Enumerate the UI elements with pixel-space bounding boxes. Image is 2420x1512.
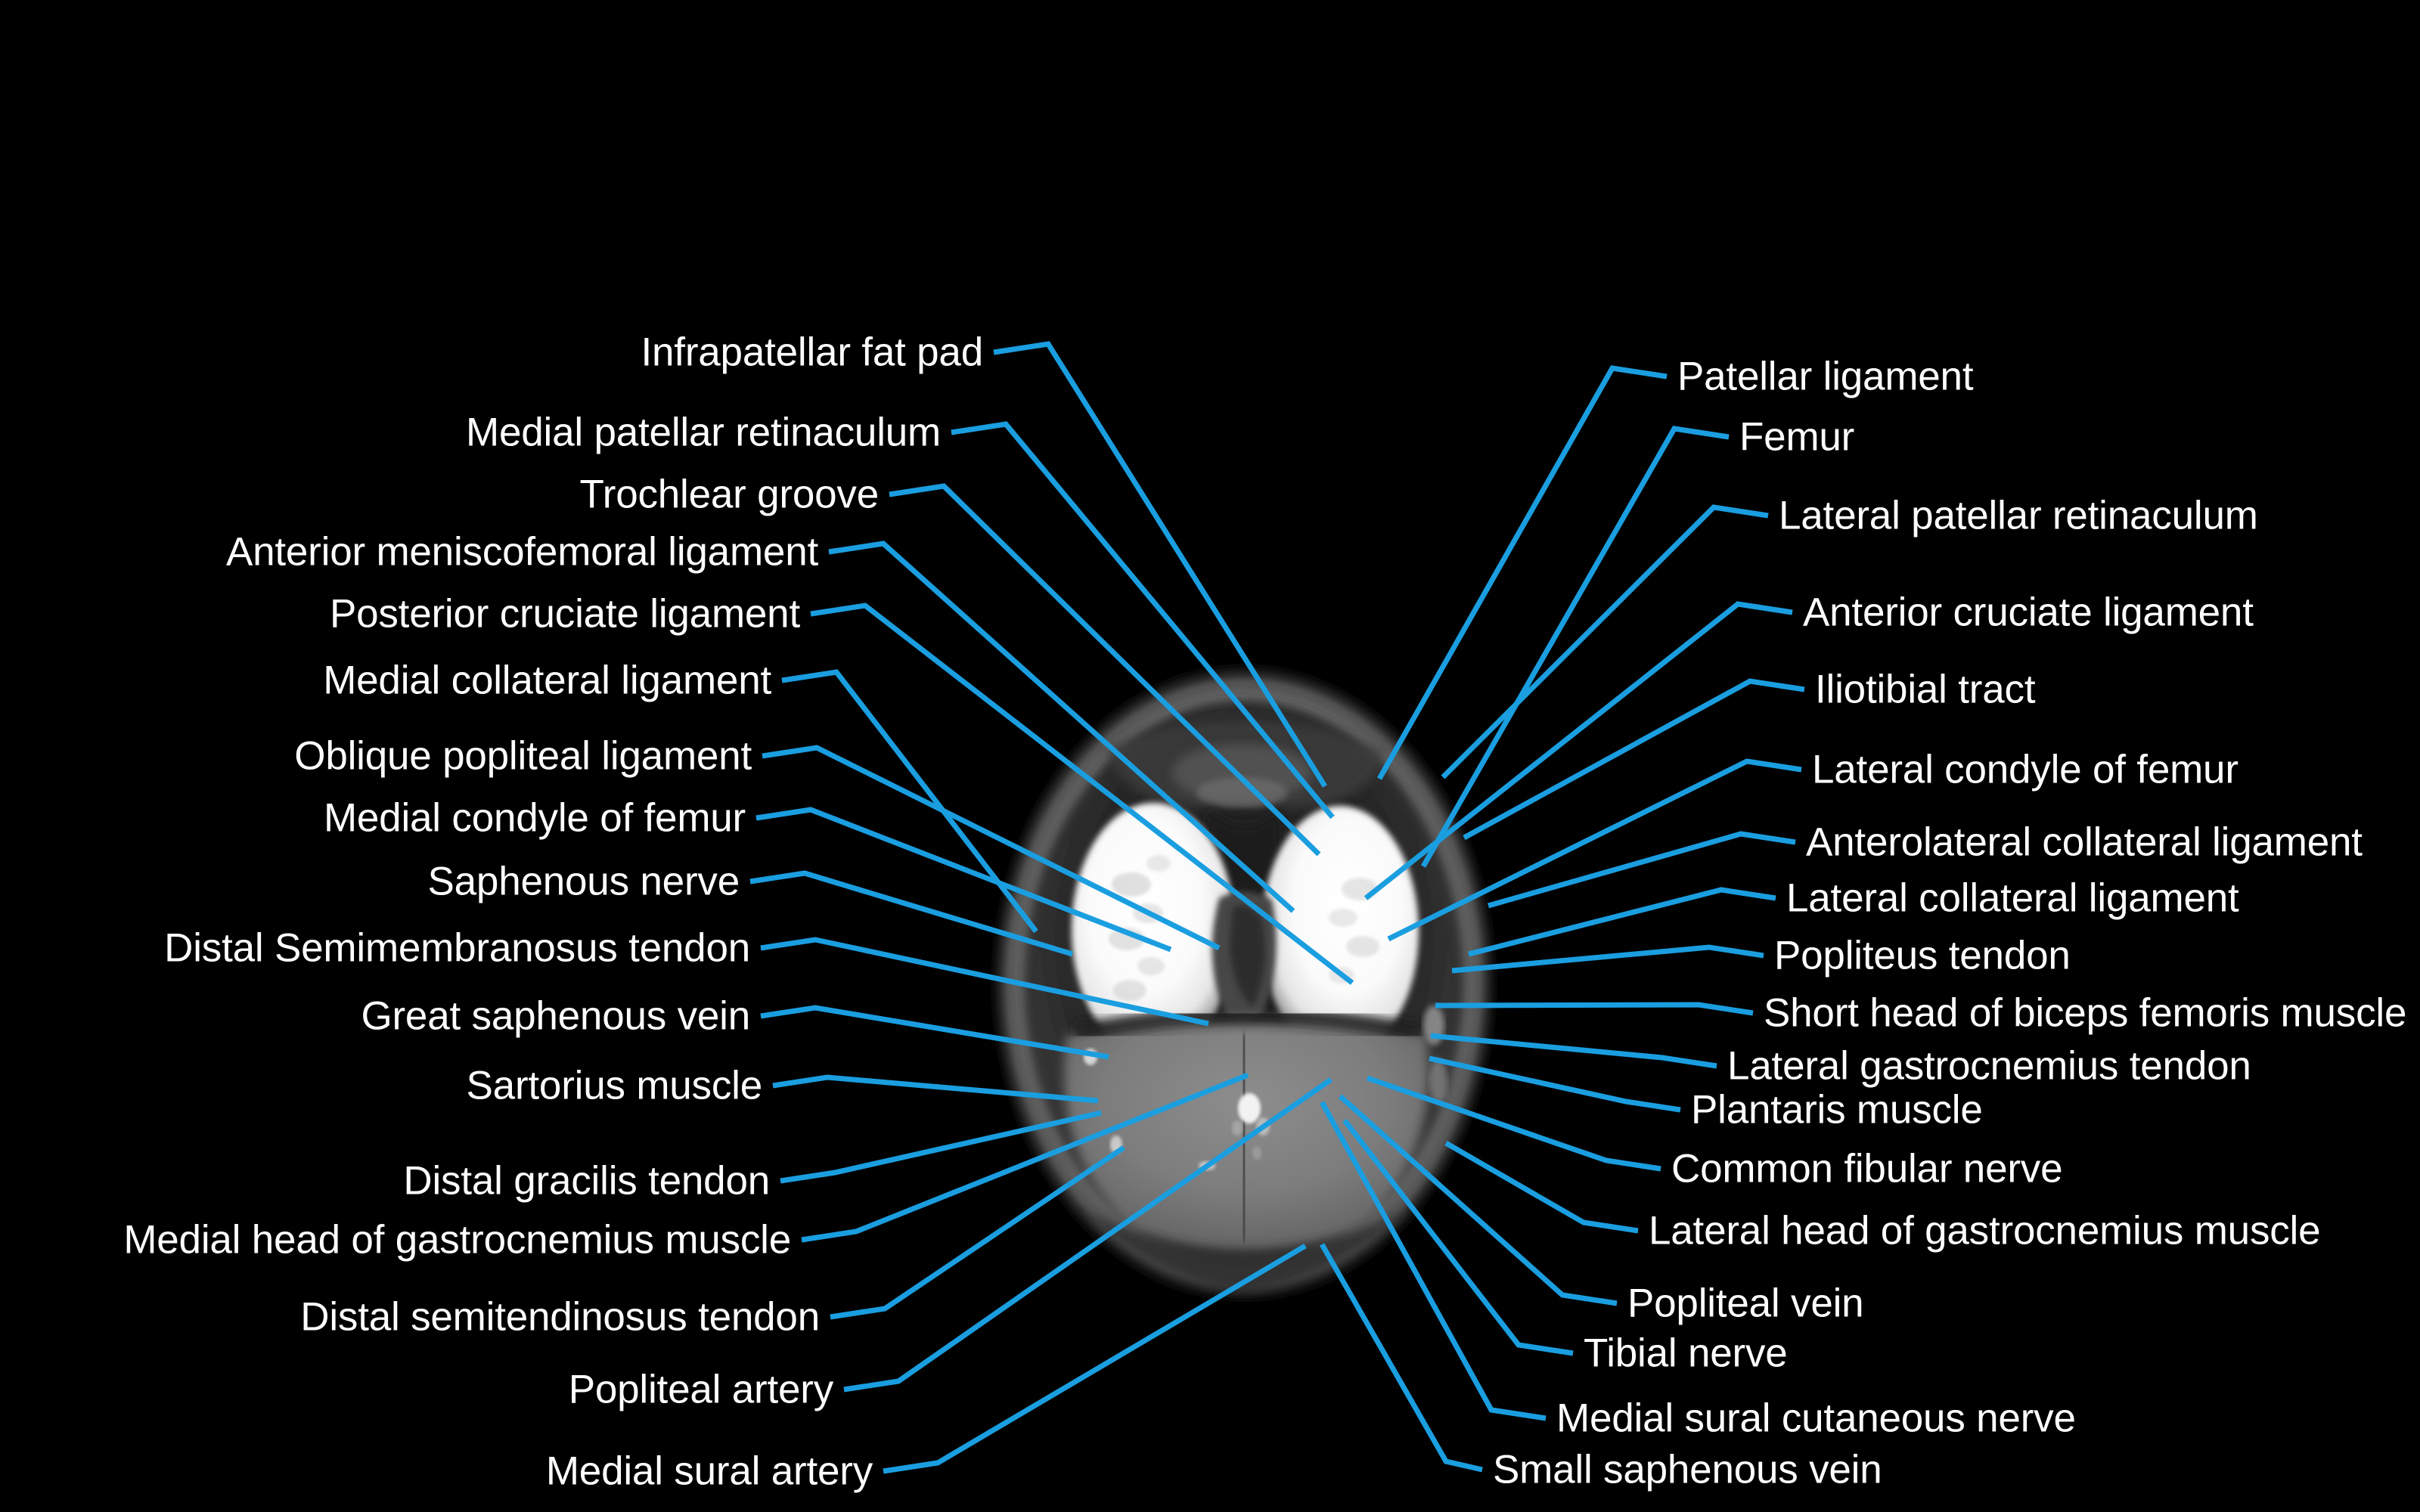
label-popliteal-artery: Popliteal artery <box>568 1367 834 1412</box>
label-oblique-popliteal-ligament: Oblique popliteal ligament <box>294 733 752 779</box>
label-distal-gracilis-tendon: Distal gracilis tendon <box>403 1158 770 1204</box>
label-medial-sural-artery: Medial sural artery <box>545 1448 873 1494</box>
label-tibial-nerve: Tibial nerve <box>1584 1331 1788 1376</box>
label-common-fibular-nerve: Common fibular nerve <box>1671 1146 2063 1191</box>
label-posterior-cruciate-ligament: Posterior cruciate ligament <box>329 591 800 637</box>
label-lateral-gastrocnemius-tendon: Lateral gastrocnemius tendon <box>1727 1043 2251 1089</box>
label-medial-sural-cutaneous-nerve: Medial sural cutaneous nerve <box>1556 1396 2076 1441</box>
axial-knee-mri-slice <box>994 667 1494 1299</box>
label-anterior-meniscofemoral-ligament: Anterior meniscofemoral ligament <box>225 529 818 575</box>
label-patellar-ligament: Patellar ligament <box>1677 354 1974 399</box>
label-plantaris-muscle: Plantaris muscle <box>1691 1087 1983 1132</box>
label-trochlear-groove: Trochlear groove <box>579 472 880 517</box>
label-infrapatellar-fat-pad: Infrapatellar fat pad <box>641 330 984 375</box>
label-great-saphenous-vein: Great saphenous vein <box>361 993 750 1039</box>
label-femur: Femur <box>1739 414 1855 460</box>
leader-line-anterolateral-collateral-ligament <box>1488 831 1796 909</box>
leader-line-lateral-collateral-ligament <box>1468 887 1776 957</box>
label-sartorius-muscle: Sartorius muscle <box>466 1063 763 1108</box>
label-small-saphenous-vein: Small saphenous vein <box>1493 1447 1882 1492</box>
label-medial-condyle-of-femur: Medial condyle of femur <box>323 795 746 841</box>
label-medial-collateral-ligament: Medial collateral ligament <box>323 658 771 703</box>
label-short-head-of-biceps-femoris-muscle: Short head of biceps femoris muscle <box>1764 990 2407 1036</box>
label-anterior-cruciate-ligament: Anterior cruciate ligament <box>1803 590 2254 635</box>
label-medial-patellar-retinaculum: Medial patellar retinaculum <box>466 410 941 455</box>
label-popliteus-tendon: Popliteus tendon <box>1774 933 2071 978</box>
label-popliteal-vein: Popliteal vein <box>1627 1281 1864 1326</box>
label-anterolateral-collateral-ligament: Anterolateral collateral ligament <box>1806 820 2363 865</box>
label-lateral-patellar-retinaculum: Lateral patellar retinaculum <box>1779 493 2258 538</box>
label-saphenous-nerve: Saphenous nerve <box>427 859 740 904</box>
label-distal-semimembranosus-tendon: Distal Semimembranosus tendon <box>164 925 750 971</box>
label-lateral-condyle-of-femur: Lateral condyle of femur <box>1812 747 2238 792</box>
leader-line-iliotibial-tract <box>1463 678 1805 841</box>
label-medial-head-of-gastrocnemius-muscle: Medial head of gastrocnemius muscle <box>123 1217 791 1263</box>
label-distal-semitendinosus-tendon: Distal semitendinosus tendon <box>300 1294 820 1340</box>
label-lateral-collateral-ligament: Lateral collateral ligament <box>1786 875 2239 921</box>
label-lateral-head-of-gastrocnemius-muscle: Lateral head of gastrocnemius muscle <box>1649 1208 2321 1253</box>
label-iliotibial-tract: Iliotibial tract <box>1815 667 2036 712</box>
